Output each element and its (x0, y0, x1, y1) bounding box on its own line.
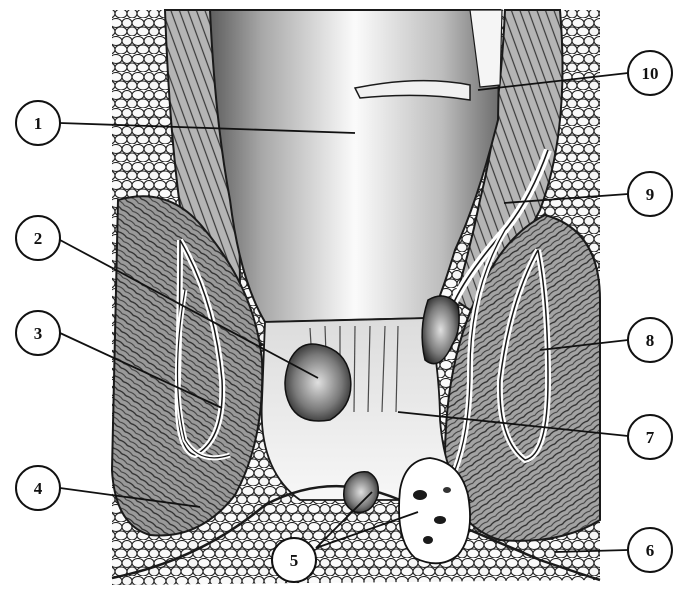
callout-6: 6 (628, 528, 672, 572)
callout-9: 9 (628, 172, 672, 216)
callout-3: 3 (16, 311, 60, 355)
callout-8: 8 (628, 318, 672, 362)
svg-text:9: 9 (646, 185, 655, 204)
svg-text:1: 1 (34, 114, 43, 133)
callout-10: 10 (628, 51, 672, 95)
svg-text:4: 4 (34, 479, 43, 498)
callout-5: 5 (272, 538, 316, 582)
callout-7: 7 (628, 415, 672, 459)
svg-text:8: 8 (646, 331, 655, 350)
svg-text:5: 5 (290, 551, 299, 570)
svg-text:6: 6 (646, 541, 655, 560)
svg-text:2: 2 (34, 229, 43, 248)
svg-text:3: 3 (34, 324, 43, 343)
callout-1: 1 (16, 101, 60, 145)
svg-text:7: 7 (646, 428, 655, 447)
callout-2: 2 (16, 216, 60, 260)
callout-4: 4 (16, 466, 60, 510)
svg-text:10: 10 (642, 64, 659, 83)
